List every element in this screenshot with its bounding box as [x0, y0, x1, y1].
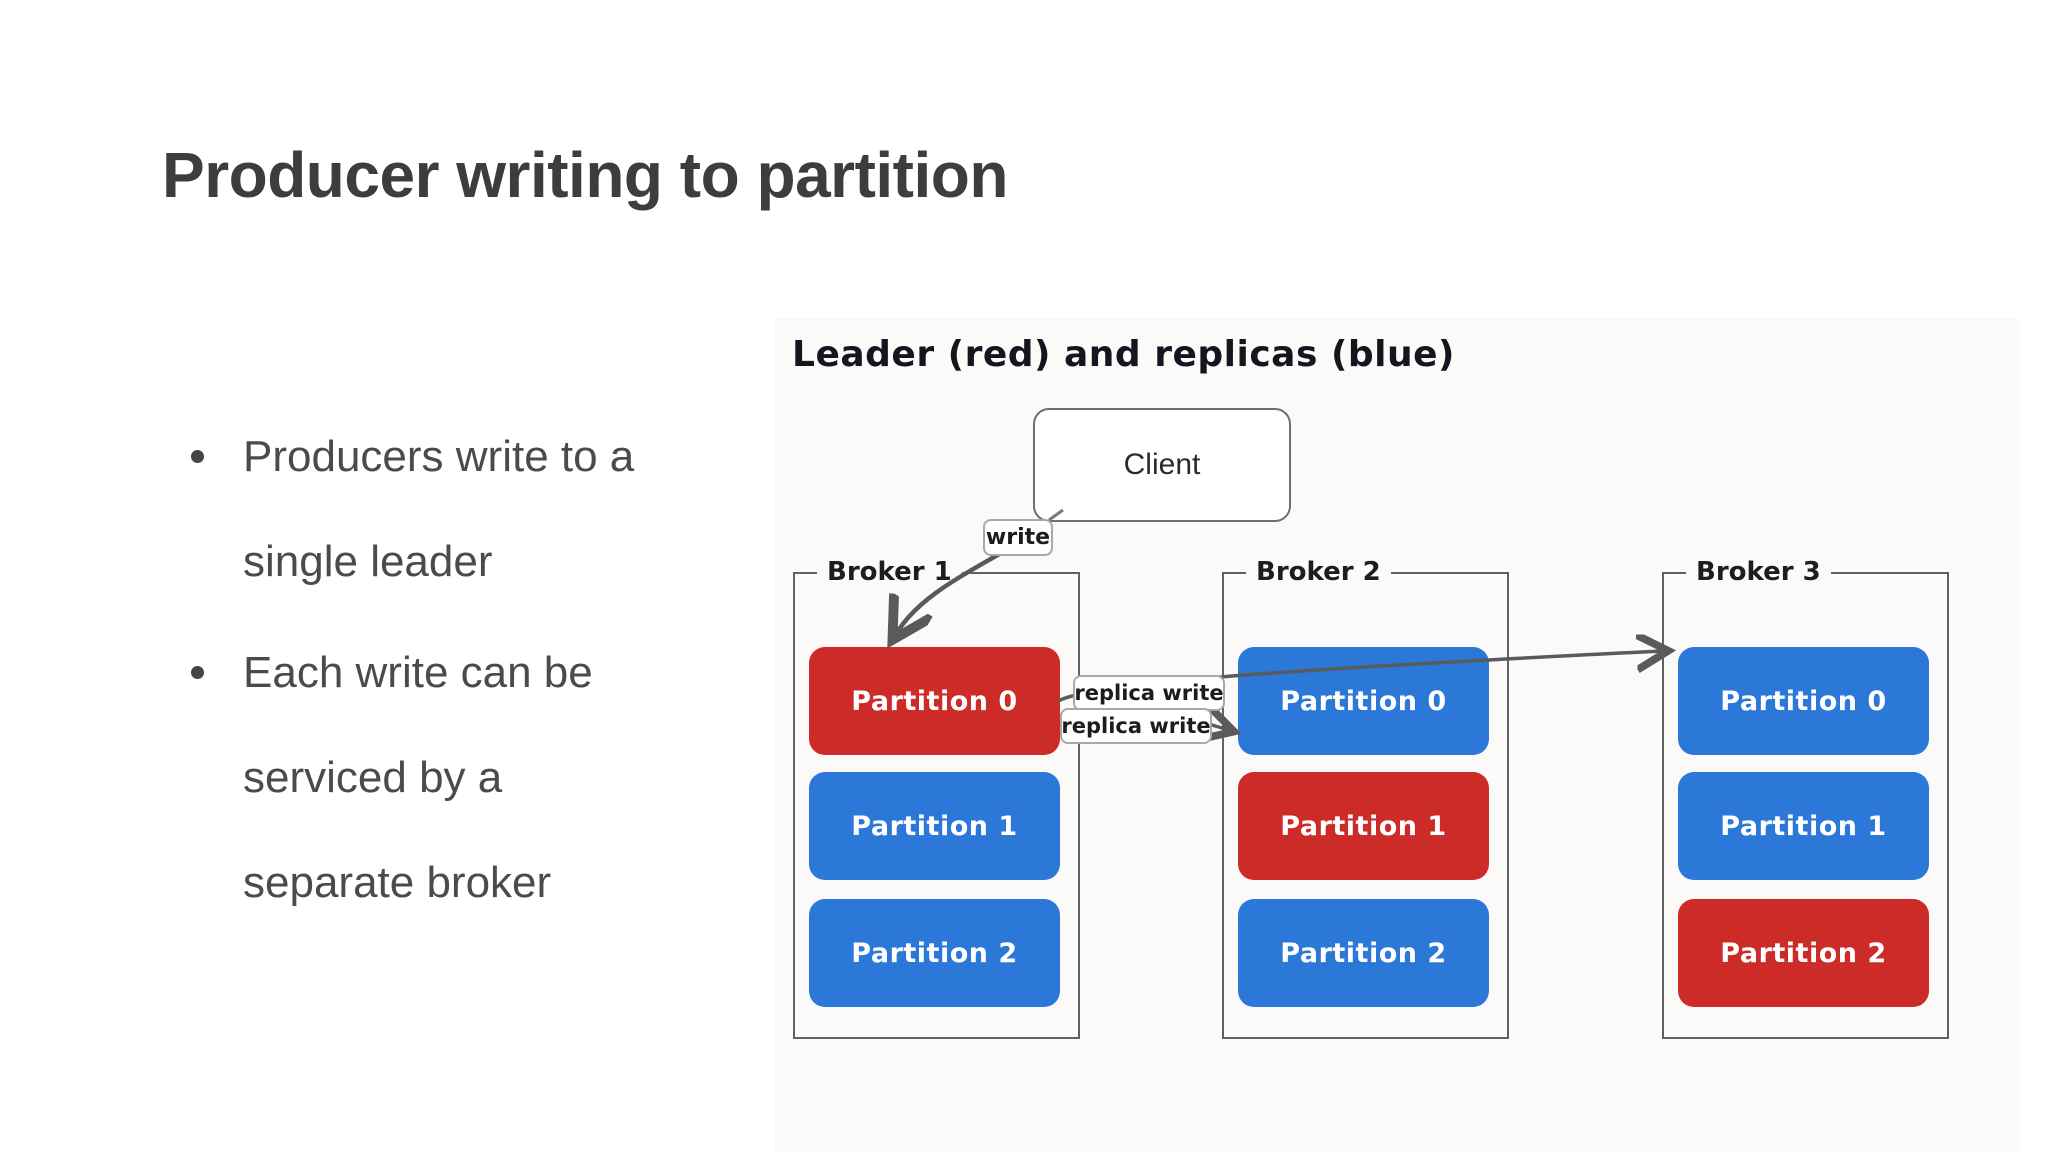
- bullet-line: serviced by a: [243, 753, 503, 802]
- broker-3-partition-1: Partition 1: [1678, 772, 1929, 880]
- diagram-title: Leader (red) and replicas (blue): [792, 334, 1455, 375]
- broker-3-box: Broker 3 Partition 0 Partition 1 Partiti…: [1662, 557, 1949, 1039]
- broker-2-partition-0: Partition 0: [1238, 647, 1489, 755]
- broker-1-partition-2: Partition 2: [809, 899, 1060, 1007]
- client-node: Client: [1033, 408, 1291, 522]
- bullet-line: separate broker: [243, 858, 552, 907]
- bullet-line: Each write can be: [243, 648, 593, 697]
- bullet-line: Producers write to a: [243, 432, 635, 481]
- bullet-list: Producers write to a single leader Each …: [185, 404, 745, 935]
- bullet-dot: [191, 450, 204, 463]
- broker-2-label: Broker 2: [1246, 557, 1391, 587]
- client-label: Client: [1123, 448, 1201, 481]
- broker-3-partition-2: Partition 2: [1678, 899, 1929, 1007]
- broker-1-box: Broker 1 Partition 0 Partition 1 Partiti…: [793, 557, 1080, 1039]
- bullet-item: Each write can be serviced by a separate…: [185, 620, 745, 935]
- bullet-dot: [191, 666, 204, 679]
- broker-3-partition-0: Partition 0: [1678, 647, 1929, 755]
- bullet-item: Producers write to a single leader: [185, 404, 745, 614]
- broker-1-partition-1: Partition 1: [809, 772, 1060, 880]
- bullet-line: single leader: [243, 537, 493, 586]
- broker-1-label: Broker 1: [817, 557, 962, 587]
- write-label: write: [983, 519, 1053, 556]
- broker-2-box: Broker 2 Partition 0 Partition 1 Partiti…: [1222, 557, 1509, 1039]
- page-title: Producer writing to partition: [162, 139, 1008, 211]
- broker-2-partition-1: Partition 1: [1238, 772, 1489, 880]
- broker-2-partition-2: Partition 2: [1238, 899, 1489, 1007]
- broker-3-label: Broker 3: [1686, 557, 1831, 587]
- broker-1-partition-0: Partition 0: [809, 647, 1060, 755]
- replica-write-label-1: replica write: [1073, 675, 1225, 711]
- replica-write-label-2: replica write: [1060, 708, 1212, 744]
